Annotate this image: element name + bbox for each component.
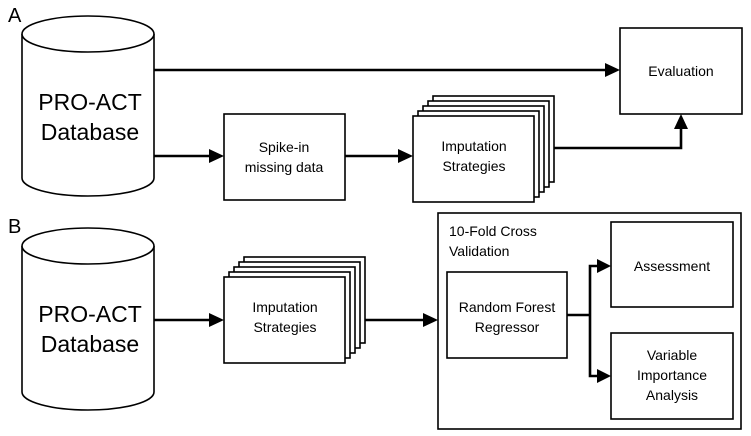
database-b-line1: PRO-ACT	[38, 301, 142, 327]
arrow-spike-in-to-imputation	[345, 149, 413, 163]
imputation-b-line1: Imputation	[252, 299, 317, 315]
arrow-rf-to-assessment-and-vi	[567, 259, 611, 383]
panel-a-label: A	[8, 5, 22, 27]
arrow-imputation-to-cross-validation	[365, 313, 438, 327]
database-cylinder-a: PRO-ACT Database	[21, 15, 155, 197]
arrow-database-to-evaluation	[154, 63, 620, 77]
rf-line1: Random Forest	[459, 299, 556, 315]
imputation-stack-b: Imputation Strategies	[223, 256, 366, 364]
variable-importance-box: Variable Importance Analysis	[610, 332, 734, 420]
spike-in-box: Spike-in missing data	[223, 113, 346, 201]
arrow-database-b-to-imputation	[154, 313, 224, 327]
imputation-a-line2: Strategies	[442, 158, 505, 174]
evaluation-label: Evaluation	[648, 63, 713, 79]
cv-title-line2: Validation	[449, 243, 509, 259]
arrow-imputation-to-evaluation	[554, 114, 688, 150]
vi-line3: Analysis	[646, 387, 698, 403]
imputation-stack-a: Imputation Strategies	[412, 95, 555, 203]
spike-in-line2: missing data	[245, 159, 324, 175]
arrow-database-to-spike-in	[154, 149, 224, 163]
spike-in-line1: Spike-in	[259, 139, 310, 155]
cv-title-line1: 10-Fold Cross	[449, 223, 537, 239]
evaluation-box: Evaluation	[619, 27, 743, 115]
rf-line2: Regressor	[475, 319, 540, 335]
vi-line2: Importance	[637, 367, 707, 383]
imputation-a-line1: Imputation	[441, 138, 506, 154]
database-cylinder-b: PRO-ACT Database	[21, 227, 155, 411]
random-forest-box: Random Forest Regressor	[446, 271, 568, 359]
database-b-line2: Database	[41, 331, 139, 357]
panel-b-label: B	[8, 216, 21, 238]
assessment-box: Assessment	[610, 221, 734, 308]
vi-line1: Variable	[647, 347, 698, 363]
assessment-label: Assessment	[634, 258, 710, 274]
imputation-b-line2: Strategies	[253, 319, 316, 335]
database-a-line1: PRO-ACT	[38, 89, 142, 115]
database-a-line2: Database	[41, 119, 139, 145]
